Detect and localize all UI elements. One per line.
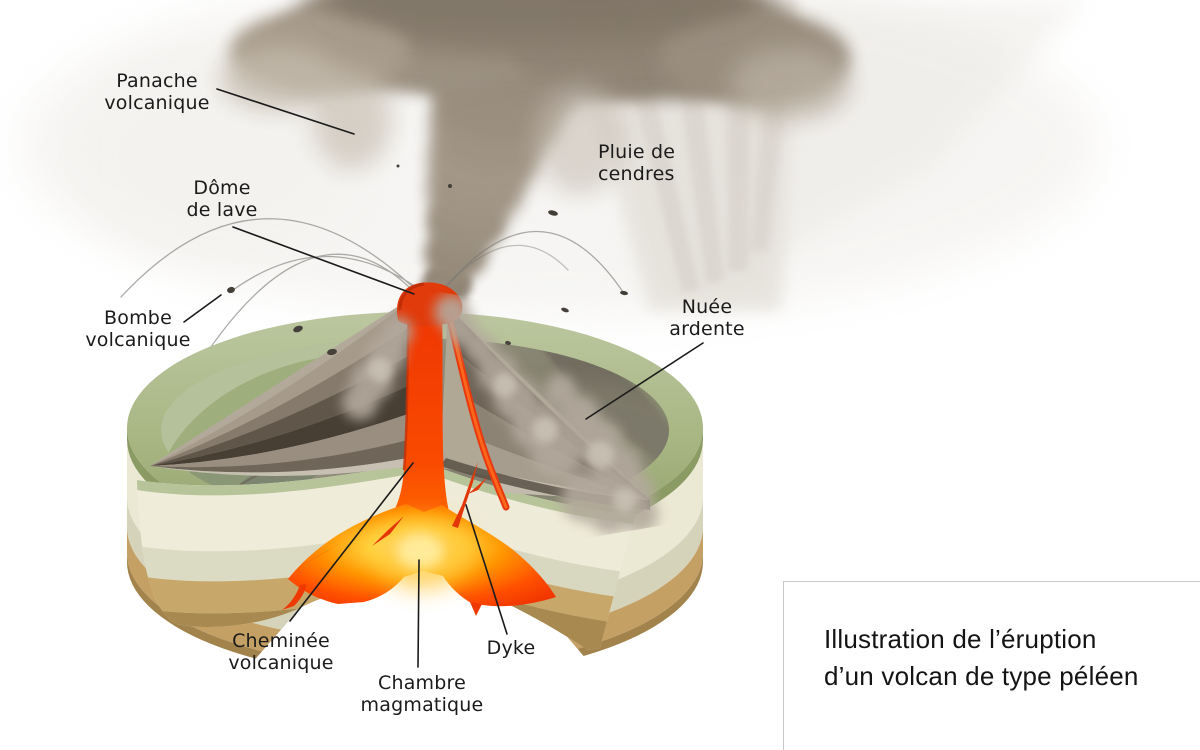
caption-text: Illustration de l’éruption d’un volcan d… xyxy=(824,624,1139,691)
bomb-arc xyxy=(232,255,424,293)
dyke-spur-left xyxy=(304,544,340,564)
label-dyke: Dyke xyxy=(486,637,536,659)
volcanic-bomb-particles xyxy=(227,164,628,296)
magma-drip xyxy=(470,602,482,616)
leader-nuee xyxy=(585,342,704,420)
pyroclastic-flow-smoke xyxy=(342,294,658,534)
leader-dyke xyxy=(465,504,508,635)
bomb-arc xyxy=(437,244,569,297)
rim-debris-specks xyxy=(293,307,569,356)
label-bombe-volcanique: Bombe volcanique xyxy=(85,307,191,351)
eruption-plume xyxy=(220,0,850,336)
label-dome-de-lave: Dôme de lave xyxy=(186,177,258,221)
label-panache-volcanique: Panache volcanique xyxy=(104,70,210,114)
dyke-crack-left xyxy=(372,516,404,546)
leader-bombe xyxy=(183,294,222,323)
leader-chambre xyxy=(417,559,420,668)
caption-box: Illustration de l’éruption d’un volcan d… xyxy=(783,581,1200,750)
label-cheminee-volcanique: Cheminée volcanique xyxy=(228,630,334,674)
leader-dome xyxy=(232,226,415,295)
label-pluie-de-cendres: Pluie de cendres xyxy=(598,141,676,185)
label-chambre-magmatique: Chambre magmatique xyxy=(360,672,484,716)
leader-panache xyxy=(216,88,355,135)
dyke-crack xyxy=(452,454,480,528)
magma-drip xyxy=(282,584,306,610)
cutaway-gap xyxy=(200,468,640,722)
bomb-arc xyxy=(120,218,421,298)
left-strata-fan xyxy=(150,300,408,476)
label-nuee-ardente: Nuée ardente xyxy=(669,296,745,340)
bomb-arc xyxy=(439,231,624,295)
leader-cheminee xyxy=(289,462,414,622)
leader-lines xyxy=(183,88,704,668)
